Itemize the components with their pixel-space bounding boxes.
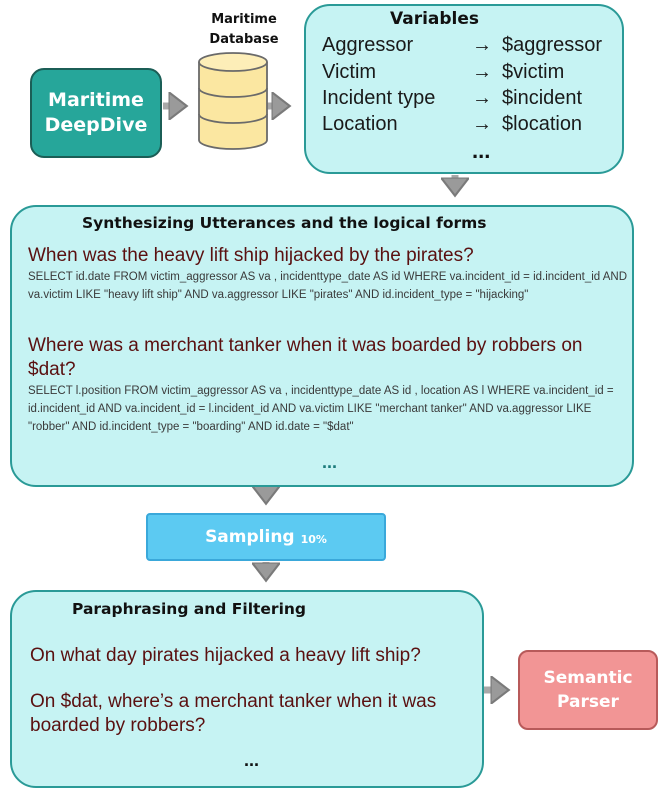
arrow-right-icon: → <box>472 61 492 83</box>
semantic-parser-node: Semantic Parser <box>518 650 658 730</box>
logical-form-1: SELECT id.date FROM victim_aggressor AS … <box>28 271 628 301</box>
variables-title: Variables <box>390 9 480 29</box>
variable-name: Incident type <box>322 87 436 109</box>
variable-name: Location <box>322 113 398 135</box>
variable-row: Victim → $victim <box>322 61 622 87</box>
variable-name: Aggressor <box>322 34 414 56</box>
parser-line1: Semantic <box>543 668 633 688</box>
arrow-right-icon: → <box>472 34 492 56</box>
variable-value: $incident <box>502 87 583 109</box>
variable-name: Victim <box>322 61 377 83</box>
sampling-percent: 10% <box>300 532 327 546</box>
deepdive-line2: DeepDive <box>44 114 148 136</box>
synthesis-title: Synthesizing Utterances and the logical … <box>82 214 487 232</box>
variables-box <box>304 4 624 174</box>
parser-line2: Parser <box>557 692 619 712</box>
sampling-node: Sampling 10% <box>146 513 386 561</box>
utterance-2: Where was a merchant tanker when it was … <box>28 335 583 380</box>
variables-ellipsis: ... <box>472 138 491 163</box>
sampling-label: Sampling <box>205 527 295 547</box>
synthesis-ellipsis: ... <box>322 452 338 472</box>
paraphrasing-ellipsis: ... <box>244 750 260 770</box>
variable-value: $location <box>502 113 583 135</box>
synthesis-box <box>10 205 634 487</box>
paraphrasing-box <box>10 590 484 788</box>
utterance-1: When was the heavy lift ship hijacked by… <box>28 245 474 266</box>
database-label: Maritime Database <box>196 10 292 50</box>
paraphrase-1: On what day pirates hijacked a heavy lif… <box>30 645 421 666</box>
arrow-right-icon: → <box>472 113 492 135</box>
arrow-right-icon: → <box>472 87 492 109</box>
database-cylinder-icon <box>198 52 268 150</box>
deepdive-line1: Maritime <box>48 89 144 111</box>
logical-form-2: SELECT l.position FROM victim_aggressor … <box>28 385 614 433</box>
paraphrase-2: On $dat, where’s a merchant tanker when … <box>30 691 437 736</box>
database-label-line1: Maritime <box>211 12 277 27</box>
database-label-line2: Database <box>209 32 279 47</box>
maritime-deepdive-node: Maritime DeepDive <box>30 68 162 158</box>
variable-value: $aggressor <box>502 34 603 56</box>
variable-row: Location → $location <box>322 113 622 139</box>
paraphrasing-title: Paraphrasing and Filtering <box>72 600 307 618</box>
variable-row: Aggressor → $aggressor <box>322 34 622 60</box>
variable-value: $victim <box>502 61 565 83</box>
variable-row: Incident type → $incident <box>322 87 622 113</box>
